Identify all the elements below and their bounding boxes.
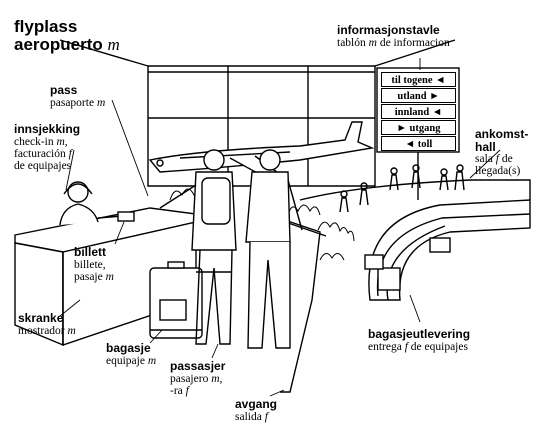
label-check-in: innsjekking check-in m, facturación f de… (14, 122, 81, 172)
check-in-counter (14, 207, 197, 347)
sign-exit: ► utgang (381, 120, 456, 135)
sign-customs: ◄ toll (381, 136, 456, 151)
label-counter: skranke mostrador m (18, 311, 76, 337)
baggage-carousel (364, 199, 531, 301)
sign-domestic: innland ◄ (381, 104, 456, 119)
label-arrivals-hall: ankomst- hall sala f de llegada(s) (475, 127, 529, 178)
pointer-lines (59, 58, 501, 397)
page-title: flyplass aeropuerto m (14, 18, 120, 54)
title-spanish: aeropuerto m (14, 34, 120, 54)
sign-international: utland ► (381, 88, 456, 103)
label-info-board: informasjonstavle tablón m de informacio… (337, 23, 450, 49)
label-passport: pass pasaporte m (50, 83, 106, 109)
distant-travelers (339, 164, 465, 213)
label-departure: avgang salida f (235, 397, 278, 423)
label-passenger: passasjer pasajero m, -ra f (170, 359, 226, 397)
label-ticket: billett billete, pasaje m (74, 245, 114, 283)
suitcases (149, 261, 203, 339)
traveler-standing (245, 149, 303, 349)
check-in-clerk (59, 181, 123, 226)
sign-trains: til togene ◄ (381, 72, 456, 87)
label-baggage-claim: bagasjeutlevering entrega f de equipajes (368, 327, 471, 353)
label-luggage: bagasje equipaje m (106, 341, 157, 367)
traveler-with-backpack (159, 149, 237, 345)
title-norwegian: flyplass (14, 17, 78, 36)
